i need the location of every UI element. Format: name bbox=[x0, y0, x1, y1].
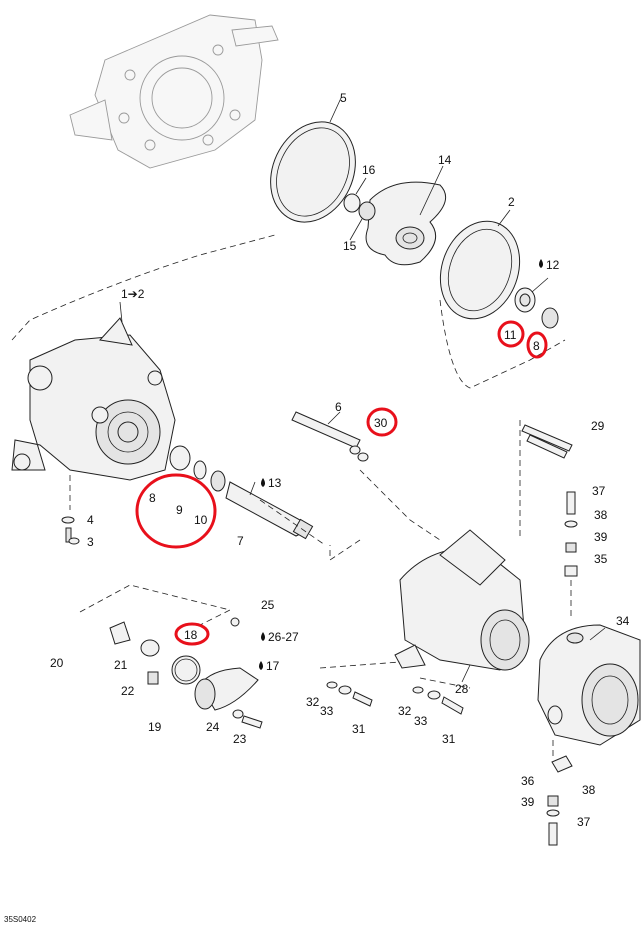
label-p37a: 37 bbox=[592, 484, 606, 498]
label-p18: 18 bbox=[184, 628, 198, 642]
label-p39b: 39 bbox=[521, 795, 535, 809]
label-p36: 36 bbox=[521, 774, 535, 788]
rear-bearing bbox=[514, 277, 559, 329]
highlight-18 bbox=[174, 622, 210, 646]
housing-screw bbox=[61, 475, 80, 545]
drop-icon bbox=[261, 632, 265, 641]
label-p39a: 39 bbox=[594, 530, 608, 544]
label-p32a: 32 bbox=[306, 695, 320, 709]
label-p34: 34 bbox=[616, 614, 630, 628]
label-p5: 5 bbox=[340, 91, 347, 105]
hull-mounting-plate bbox=[69, 14, 279, 169]
label-p15: 15 bbox=[343, 239, 357, 253]
highlight-11 bbox=[497, 320, 525, 348]
label-p22: 22 bbox=[121, 684, 135, 698]
label-p38a: 38 bbox=[594, 508, 608, 522]
label-p14: 14 bbox=[438, 153, 452, 167]
label-p2627: 26-27 bbox=[268, 630, 299, 644]
highlight-seal-set bbox=[135, 473, 217, 549]
boot-and-nut bbox=[343, 177, 376, 241]
assembly-outline-upper bbox=[11, 234, 566, 389]
impeller-cone bbox=[171, 617, 259, 711]
label-p11: 11 bbox=[504, 328, 517, 342]
label-p3: 3 bbox=[87, 535, 94, 549]
nozzle-bolt-right bbox=[412, 686, 464, 715]
label-p16: 16 bbox=[362, 163, 376, 177]
label-p28: 28 bbox=[455, 682, 469, 696]
label-p8a: 8 bbox=[533, 339, 540, 353]
label-p12: 12 bbox=[546, 258, 560, 272]
label-p23: 23 bbox=[233, 732, 247, 746]
upper-bolt-stack bbox=[564, 491, 578, 620]
label-p4: 4 bbox=[87, 513, 94, 527]
label-p31b: 31 bbox=[442, 732, 456, 746]
label-p37b: 37 bbox=[577, 815, 591, 829]
drop-icon bbox=[261, 478, 265, 487]
label-p38b: 38 bbox=[582, 783, 596, 797]
label-p21: 21 bbox=[114, 658, 128, 672]
label-p20: 20 bbox=[50, 656, 64, 670]
nozzle-bolt-left bbox=[326, 681, 373, 707]
label-p29: 29 bbox=[591, 419, 605, 433]
label-p35: 35 bbox=[594, 552, 608, 566]
label-p33a: 33 bbox=[320, 704, 334, 718]
label-p25: 25 bbox=[261, 598, 275, 612]
label-p31a: 31 bbox=[352, 722, 366, 736]
steering-nozzle bbox=[537, 624, 641, 746]
label-p7: 7 bbox=[237, 534, 244, 548]
pivot-pins bbox=[521, 424, 573, 459]
label-p30: 30 bbox=[374, 416, 388, 430]
highlight-30 bbox=[366, 407, 398, 437]
label-p32b: 32 bbox=[398, 704, 412, 718]
label-p8b: 8 bbox=[149, 491, 156, 505]
steering-cable bbox=[291, 411, 441, 541]
label-p17: 17 bbox=[266, 659, 280, 673]
impeller bbox=[365, 165, 447, 266]
label-p6: 6 bbox=[335, 400, 342, 414]
part-labels: 5 14 16 15 2 12 1➔2 6 29 13 7 8 9 10 4 3… bbox=[4, 91, 630, 924]
cap-fittings bbox=[79, 584, 263, 729]
impeller-housing bbox=[439, 209, 521, 320]
label-p9: 9 bbox=[176, 503, 183, 517]
diagram-code: 35S0402 bbox=[4, 915, 37, 924]
lubricant-drop-icons bbox=[259, 259, 543, 670]
label-p2: 2 bbox=[508, 195, 515, 209]
shaft-seals bbox=[169, 445, 226, 492]
highlight-annotations: 11 8 30 18 bbox=[135, 320, 548, 646]
label-p13: 13 bbox=[268, 476, 282, 490]
drive-shaft bbox=[225, 481, 326, 546]
drop-icon bbox=[539, 259, 543, 268]
label-p33b: 33 bbox=[414, 714, 428, 728]
pump-housing bbox=[11, 301, 176, 481]
label-p1to2: 1➔2 bbox=[121, 287, 145, 301]
label-p19: 19 bbox=[148, 720, 162, 734]
venturi-nozzle bbox=[394, 420, 530, 683]
highlight-8-upper bbox=[526, 331, 548, 359]
label-p10: 10 bbox=[194, 513, 208, 527]
lower-bolt-stack bbox=[546, 740, 573, 846]
drop-icon bbox=[259, 661, 263, 670]
label-p24: 24 bbox=[206, 720, 220, 734]
wear-ring bbox=[270, 97, 356, 223]
assembly-outline-lower bbox=[319, 539, 471, 689]
